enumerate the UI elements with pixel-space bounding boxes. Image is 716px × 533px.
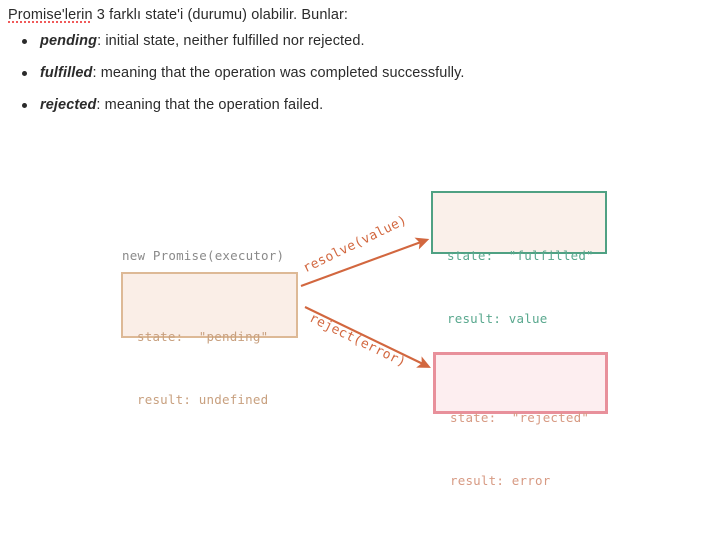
state-description: : initial state, neither fulfilled nor r… xyxy=(97,33,365,49)
intro-rest: 3 farklı state'i (durumu) olabilir. Bunl… xyxy=(92,7,349,23)
promise-state-diagram: new Promise(executor) state: "pending" r… xyxy=(121,191,608,488)
state-term: rejected xyxy=(40,97,97,113)
arrow-label-reject: reject(error) xyxy=(306,310,409,371)
list-item: fulfilled: meaning that the operation wa… xyxy=(8,63,708,83)
state-description: : meaning that the operation failed. xyxy=(96,97,324,113)
misspelled-word: Promise'lerin xyxy=(8,7,93,23)
bullet-icon xyxy=(22,39,27,44)
bullet-icon xyxy=(22,103,27,108)
rejected-result-line: result: error xyxy=(450,473,551,488)
state-list: pending: initial state, neither fulfille… xyxy=(8,31,708,115)
rejected-state-line: state: "rejected" xyxy=(450,410,590,425)
state-term: pending xyxy=(40,33,98,49)
pending-result-line: result: undefined xyxy=(137,392,269,407)
fulfilled-result-line: result: value xyxy=(447,311,548,326)
state-box-fulfilled: state: "fulfilled" result: value xyxy=(431,191,607,326)
article-text: Promise'lerin 3 farklı state'i (durumu) … xyxy=(8,5,708,127)
list-item: pending: initial state, neither fulfille… xyxy=(8,31,708,51)
arrow-layer xyxy=(300,237,431,368)
fulfilled-state-line: state: "fulfilled" xyxy=(447,248,594,263)
state-box-rejected: state: "rejected" result: error xyxy=(433,352,608,488)
pending-state-line: state: "pending" xyxy=(137,329,269,344)
bullet-icon xyxy=(22,71,27,76)
intro-paragraph: Promise'lerin 3 farklı state'i (durumu) … xyxy=(8,5,708,25)
state-box-pending: state: "pending" result: undefined xyxy=(121,272,298,407)
list-item: rejected: meaning that the operation fai… xyxy=(8,95,708,115)
state-term: fulfilled xyxy=(40,65,93,81)
state-description: : meaning that the operation was complet… xyxy=(92,65,465,81)
arrow-label-resolve: resolve(value) xyxy=(300,212,410,277)
promise-constructor-caption: new Promise(executor) xyxy=(122,248,285,263)
